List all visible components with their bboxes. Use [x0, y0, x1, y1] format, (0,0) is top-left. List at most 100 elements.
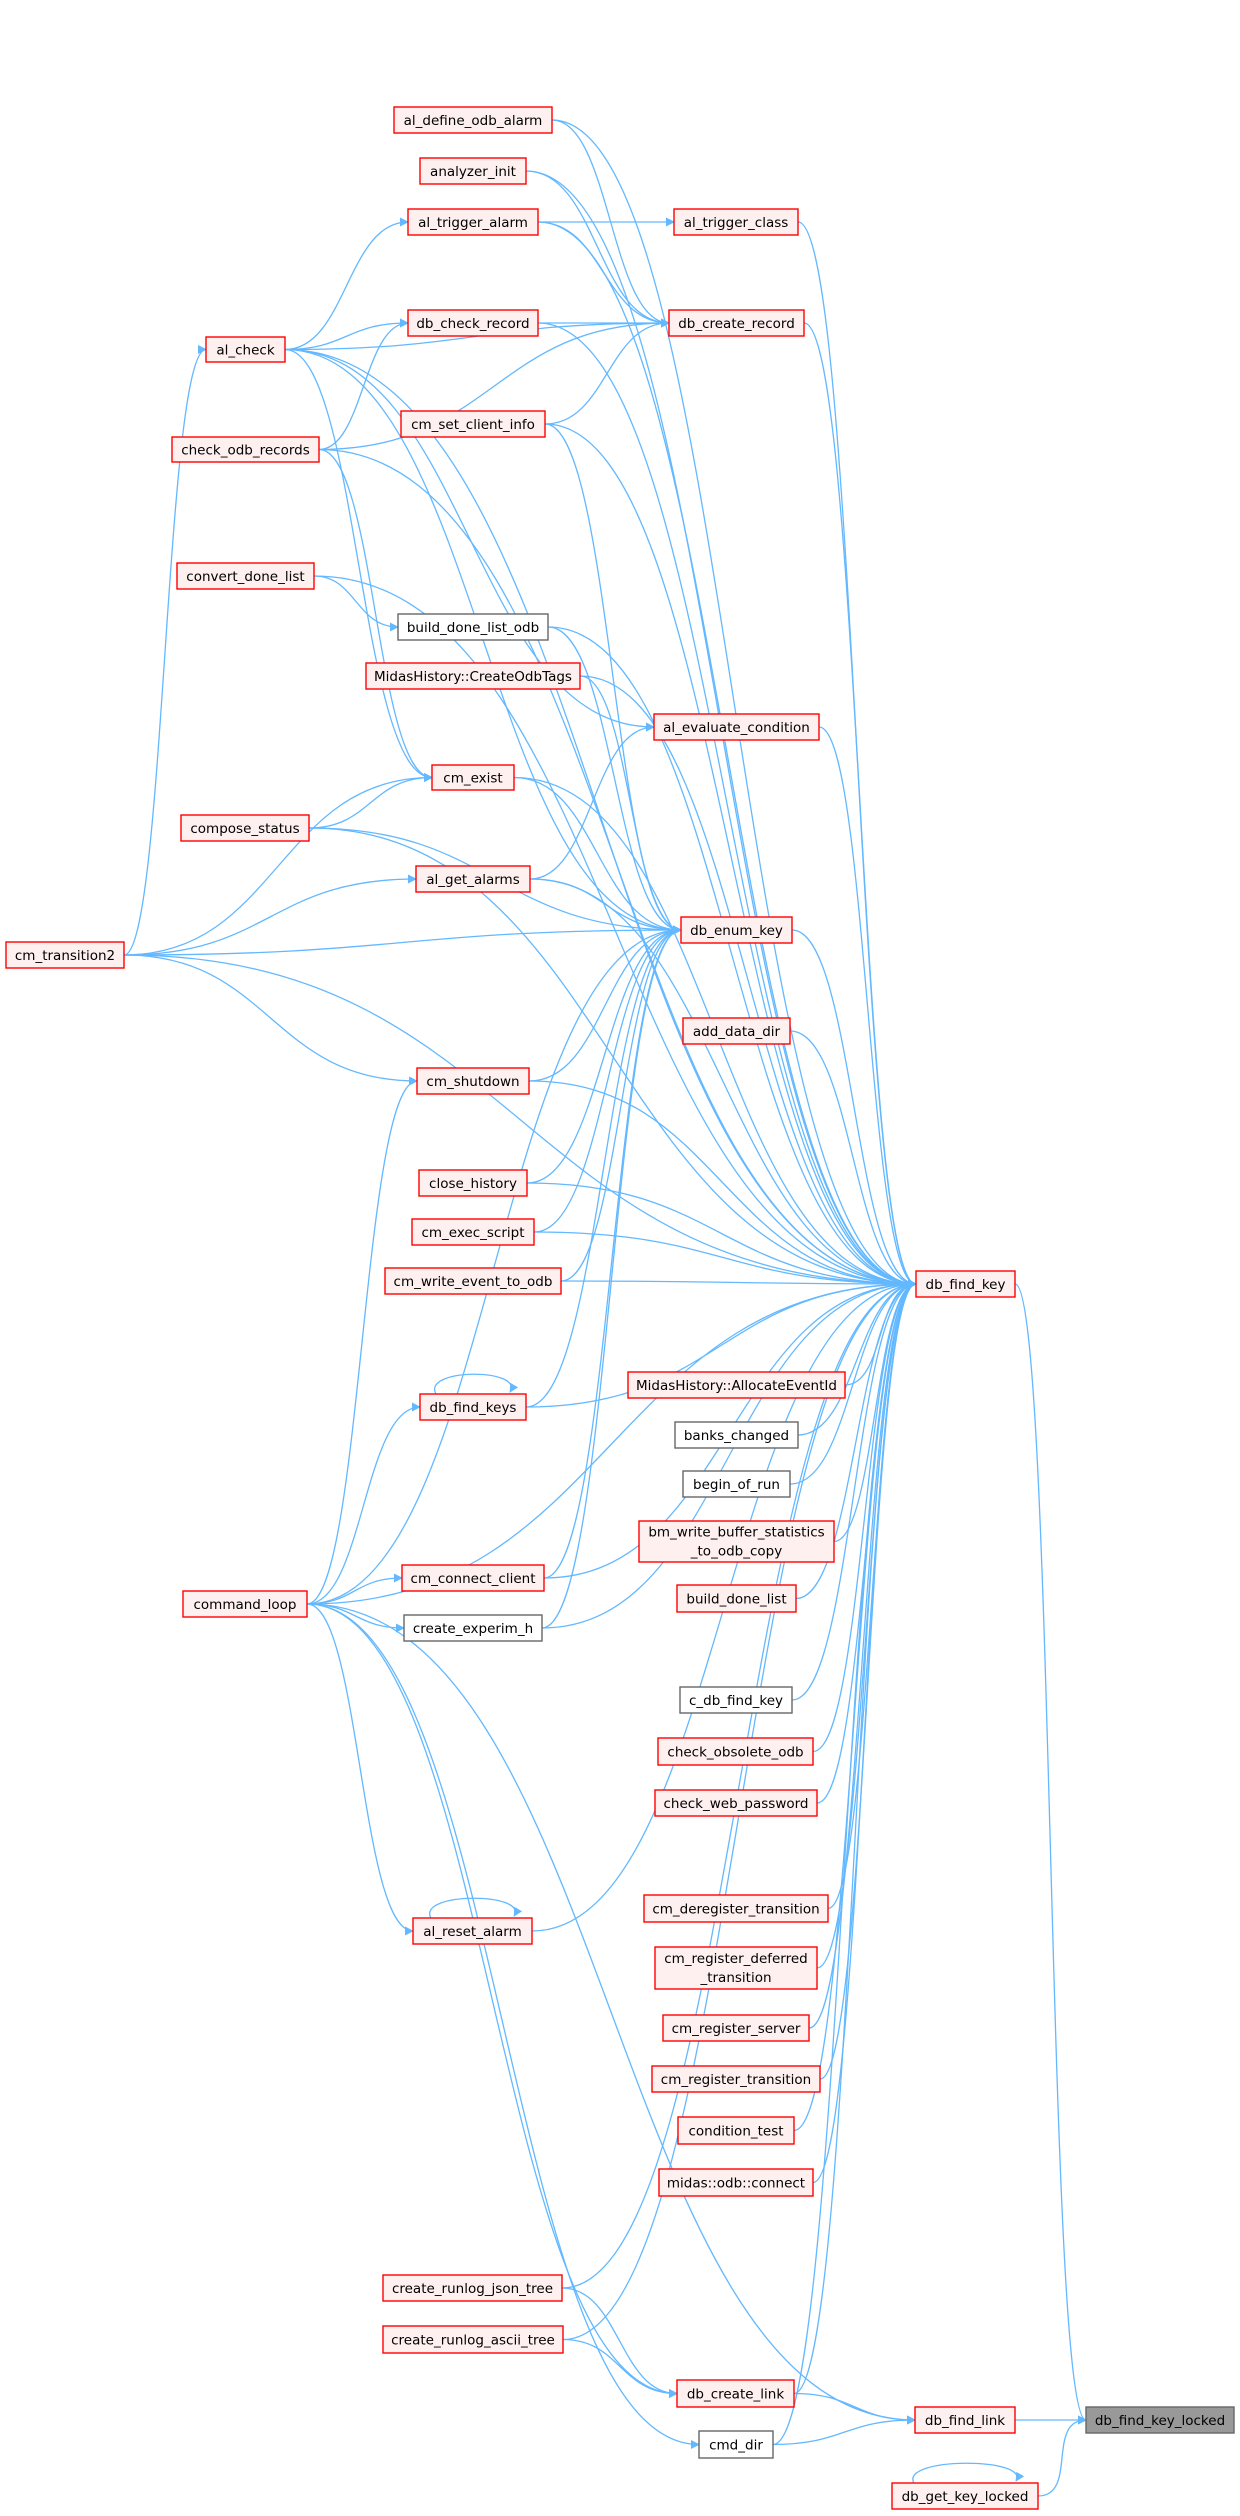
node-box[interactable]	[914, 2406, 1016, 2434]
node-box[interactable]	[180, 814, 310, 842]
node-CreateOdbTags[interactable]: MidasHistory::CreateOdbTags	[365, 662, 581, 690]
node-cm_register_deferred[interactable]: cm_register_deferred_transition	[654, 1946, 818, 1990]
node-db_enum_key[interactable]: db_enum_key	[680, 916, 793, 944]
node-box[interactable]	[416, 1067, 530, 1095]
node-box[interactable]	[679, 1686, 793, 1714]
node-box[interactable]	[651, 2065, 821, 2093]
node-box[interactable]	[915, 1270, 1016, 1298]
node-box[interactable]	[682, 1017, 791, 1045]
node-cm_write_event_to_odb[interactable]: cm_write_event_to_odb	[384, 1267, 562, 1295]
node-add_data_dir[interactable]: add_data_dir	[682, 1017, 791, 1045]
node-box[interactable]	[668, 309, 805, 337]
node-banks_changed[interactable]: banks_changed	[674, 1421, 799, 1449]
node-db_create_record[interactable]: db_create_record	[668, 309, 805, 337]
node-box[interactable]	[674, 1421, 799, 1449]
node-box[interactable]	[205, 336, 286, 363]
node-odb_connect[interactable]: midas::odb::connect	[658, 2168, 814, 2197]
node-AllocateEventId[interactable]: MidasHistory::AllocateEventId	[627, 1371, 846, 1399]
node-box[interactable]	[418, 1169, 528, 1197]
node-db_find_keys[interactable]: db_find_keys	[419, 1393, 527, 1421]
node-cmd_dir[interactable]: cmd_dir	[698, 2430, 774, 2459]
node-cm_transition2[interactable]: cm_transition2	[5, 941, 125, 969]
node-box[interactable]	[682, 1470, 791, 1498]
node-db_get_key_locked[interactable]: db_get_key_locked	[891, 2482, 1039, 2510]
node-box[interactable]	[393, 106, 553, 134]
node-analyzer_init[interactable]: analyzer_init	[419, 157, 527, 185]
node-cm_deregister_transition[interactable]: cm_deregister_transition	[643, 1894, 829, 1923]
node-box[interactable]	[654, 1946, 818, 1990]
node-cm_set_client_info[interactable]: cm_set_client_info	[400, 410, 546, 438]
node-al_get_alarms[interactable]: al_get_alarms	[415, 865, 531, 893]
node-condition_test[interactable]: condition_test	[677, 2116, 795, 2145]
node-box[interactable]	[397, 613, 549, 641]
node-box[interactable]	[5, 941, 125, 969]
node-box[interactable]	[627, 1371, 846, 1399]
node-create_runlog_ascii_tree[interactable]: create_runlog_ascii_tree	[382, 2325, 564, 2354]
node-cm_shutdown[interactable]: cm_shutdown	[416, 1067, 530, 1095]
node-al_trigger_alarm[interactable]: al_trigger_alarm	[407, 208, 539, 236]
node-build_done_list[interactable]: build_done_list	[676, 1584, 797, 1613]
node-box[interactable]	[1085, 2406, 1235, 2434]
node-check_obsolete_odb[interactable]: check_obsolete_odb	[657, 1737, 814, 1766]
node-box[interactable]	[662, 2014, 810, 2042]
node-box[interactable]	[676, 1584, 797, 1613]
node-box[interactable]	[382, 2325, 564, 2354]
node-bm_write[interactable]: bm_write_buffer_statistics_to_odb_copy	[638, 1520, 835, 1563]
node-box[interactable]	[677, 2116, 795, 2145]
node-db_create_link[interactable]: db_create_link	[676, 2379, 795, 2408]
node-box[interactable]	[171, 436, 320, 463]
node-box[interactable]	[680, 916, 793, 944]
node-box[interactable]	[658, 2168, 814, 2197]
node-al_reset_alarm[interactable]: al_reset_alarm	[412, 1917, 533, 1945]
node-box[interactable]	[891, 2482, 1039, 2510]
node-create_experim_h[interactable]: create_experim_h	[403, 1614, 543, 1642]
node-box[interactable]	[419, 1393, 527, 1421]
node-box[interactable]	[657, 1737, 814, 1766]
node-box[interactable]	[407, 208, 539, 236]
node-build_done_list_odb[interactable]: build_done_list_odb	[397, 613, 549, 641]
node-compose_status[interactable]: compose_status	[180, 814, 310, 842]
node-create_runlog_json_tree[interactable]: create_runlog_json_tree	[382, 2274, 563, 2302]
node-box[interactable]	[412, 1917, 533, 1945]
node-box[interactable]	[411, 1218, 535, 1246]
node-cm_connect_client[interactable]: cm_connect_client	[401, 1564, 545, 1592]
node-box[interactable]	[384, 1267, 562, 1295]
node-box[interactable]	[407, 309, 539, 337]
node-al_trigger_class[interactable]: al_trigger_class	[673, 208, 799, 236]
node-box[interactable]	[638, 1520, 835, 1563]
node-command_loop[interactable]: command_loop	[182, 1590, 308, 1618]
node-box[interactable]	[401, 1564, 545, 1592]
node-box[interactable]	[182, 1590, 308, 1618]
node-cm_exist[interactable]: cm_exist	[431, 764, 515, 791]
node-box[interactable]	[176, 562, 315, 590]
node-db_find_key_locked[interactable]: db_find_key_locked	[1085, 2406, 1235, 2434]
node-db_check_record[interactable]: db_check_record	[407, 309, 539, 337]
node-al_check[interactable]: al_check	[205, 336, 286, 363]
node-cm_register_transition[interactable]: cm_register_transition	[651, 2065, 821, 2093]
node-box[interactable]	[419, 157, 527, 185]
node-box[interactable]	[365, 662, 581, 690]
node-db_find_key[interactable]: db_find_key	[915, 1270, 1016, 1298]
node-box[interactable]	[653, 713, 820, 741]
node-al_define_odb_alarm[interactable]: al_define_odb_alarm	[393, 106, 553, 134]
node-box[interactable]	[400, 410, 546, 438]
node-begin_of_run[interactable]: begin_of_run	[682, 1470, 791, 1498]
node-check_web_password[interactable]: check_web_password	[654, 1789, 818, 1817]
node-c_db_find_key[interactable]: c_db_find_key	[679, 1686, 793, 1714]
node-close_history[interactable]: close_history	[418, 1169, 528, 1197]
node-box[interactable]	[403, 1614, 543, 1642]
node-box[interactable]	[431, 764, 515, 791]
node-db_find_link[interactable]: db_find_link	[914, 2406, 1016, 2434]
node-box[interactable]	[676, 2379, 795, 2408]
node-convert_done_list[interactable]: convert_done_list	[176, 562, 315, 590]
node-cm_exec_script[interactable]: cm_exec_script	[411, 1218, 535, 1246]
node-box[interactable]	[415, 865, 531, 893]
node-check_odb_records[interactable]: check_odb_records	[171, 436, 320, 463]
node-box[interactable]	[643, 1894, 829, 1923]
node-box[interactable]	[673, 208, 799, 236]
node-al_evaluate_condition[interactable]: al_evaluate_condition	[653, 713, 820, 741]
node-cm_register_server[interactable]: cm_register_server	[662, 2014, 810, 2042]
node-box[interactable]	[654, 1789, 818, 1817]
node-box[interactable]	[698, 2430, 774, 2459]
node-box[interactable]	[382, 2274, 563, 2302]
